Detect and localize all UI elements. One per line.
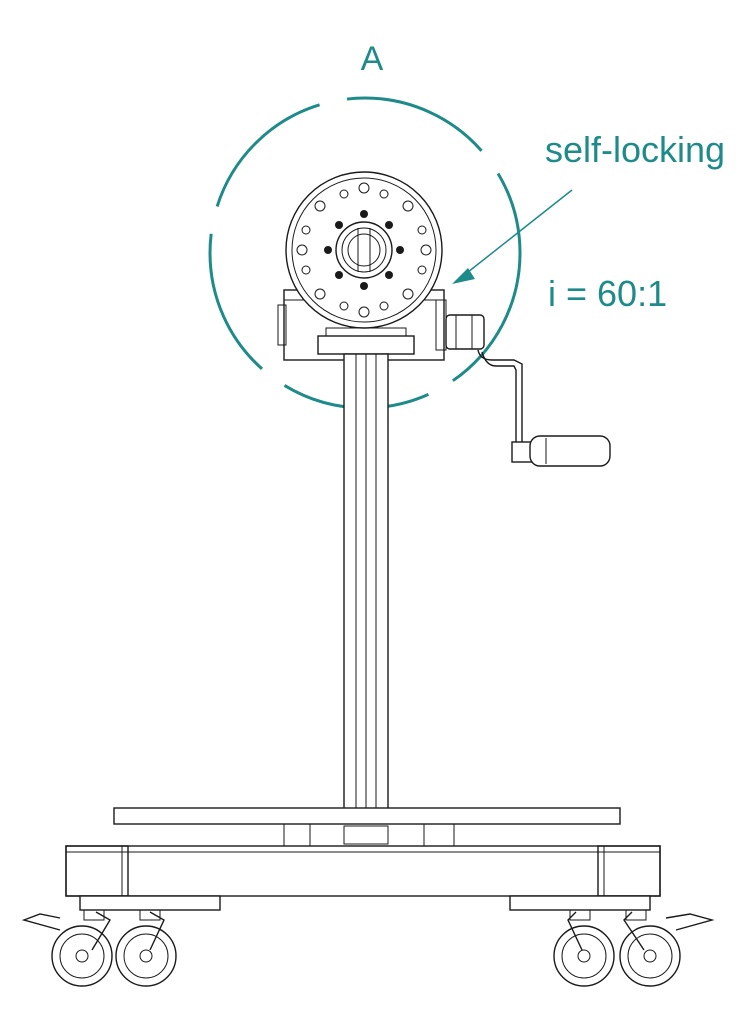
callout-leader-arrow [452,189,573,284]
rotary-faceplate [285,171,443,329]
detail-label: A [361,40,384,78]
head-mount-flange [317,327,415,355]
worm-drive [445,314,485,350]
support-column [343,353,389,815]
gear-ratio: i = 60:1 [548,273,667,314]
hand-crank[interactable] [477,349,611,467]
inner-bolt-holes [324,210,404,290]
base-frame [65,845,661,897]
callout-self-locking: self-locking [545,129,725,170]
base-plate [113,807,621,847]
caster-right [509,895,715,987]
outer-bolt-holes [296,182,432,318]
caster-left [21,895,221,987]
